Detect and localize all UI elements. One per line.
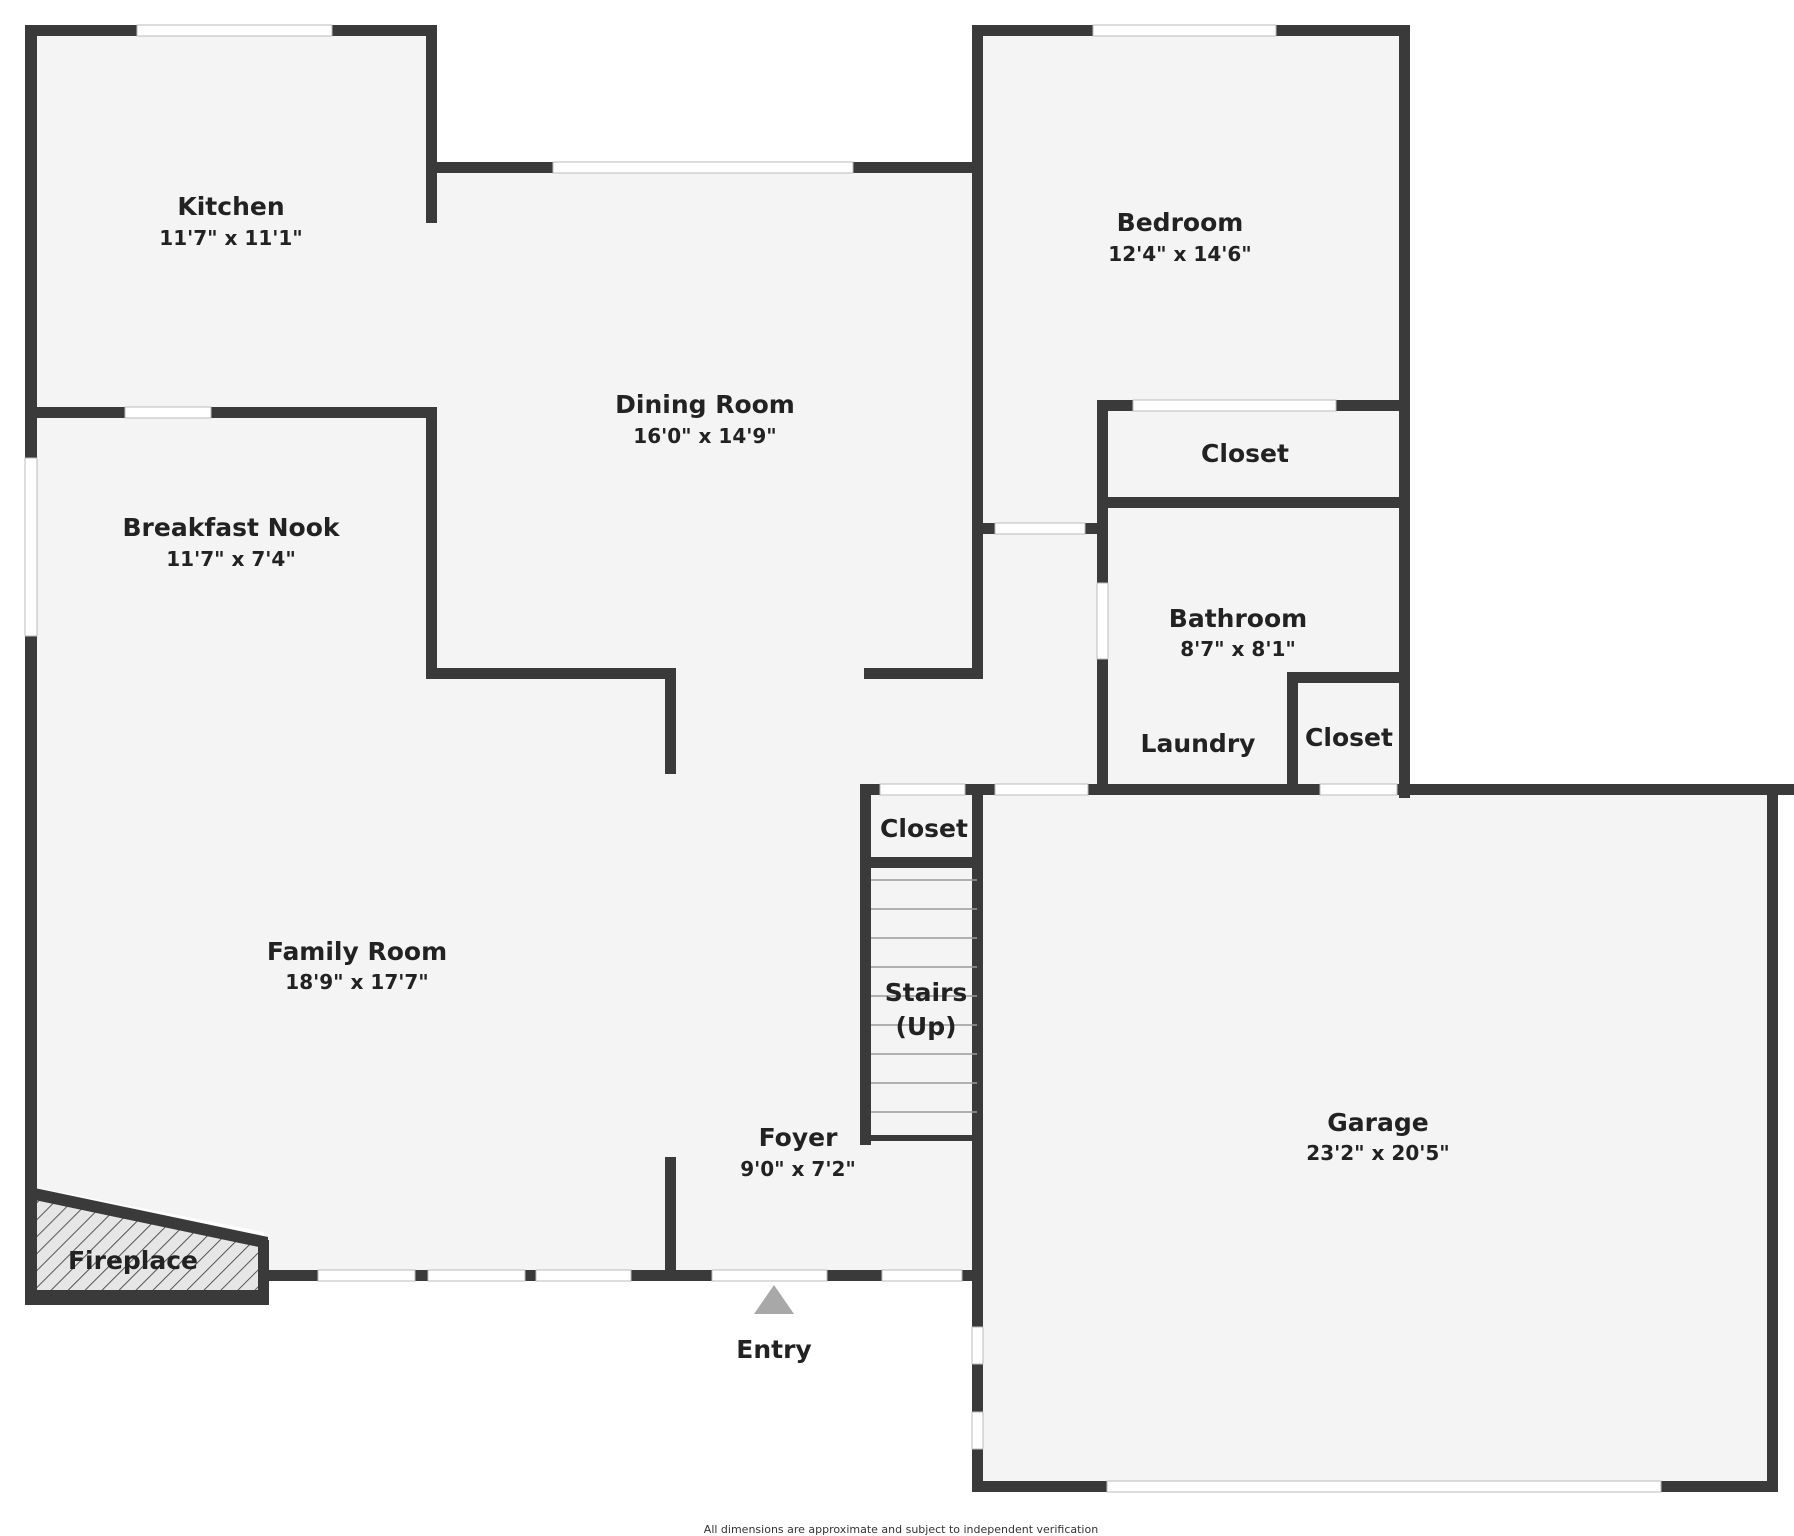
stairs-label: Stairs: [885, 978, 968, 1007]
window: [317, 1269, 416, 1282]
fireplace-hearth: [34, 1196, 262, 1293]
kitchen-label: Kitchen: [177, 192, 284, 221]
garage-dims: 23'2" x 20'5": [1306, 1141, 1449, 1165]
wall: [860, 857, 982, 868]
wall: [25, 25, 37, 1305]
wall: [1287, 672, 1410, 683]
bathroom-label: Bathroom: [1169, 604, 1307, 633]
stairs-direction: (Up): [895, 1012, 956, 1041]
stair-treads: [871, 879, 977, 1113]
dining-room-dims: 16'0" x 14'9": [633, 424, 776, 448]
window: [1092, 24, 1277, 37]
wall: [426, 668, 676, 679]
breakfast-nook-dims: 11'7" x 7'4": [166, 547, 296, 571]
wall: [426, 25, 437, 223]
entry-label: Entry: [736, 1335, 811, 1364]
bedroom-label: Bedroom: [1117, 208, 1244, 237]
wall: [1287, 672, 1298, 792]
bath-laundry-floor: [1102, 403, 1402, 792]
main-floor: [28, 28, 1102, 1275]
entry-arrow-icon: [754, 1285, 794, 1314]
window: [1096, 582, 1109, 660]
room-labels: Kitchen 11'7" x 11'1" Dining Room 16'0" …: [68, 192, 1450, 1536]
wall: [860, 784, 871, 1145]
floor-areas: [28, 28, 1770, 1487]
family-room-label: Family Room: [267, 937, 447, 966]
wall: [426, 407, 437, 679]
window: [881, 1269, 963, 1282]
window: [971, 1411, 984, 1450]
kitchen-dims: 11'7" x 11'1": [159, 226, 302, 250]
wall: [972, 25, 983, 679]
bedroom-closet-label: Closet: [1201, 439, 1289, 468]
window: [1132, 399, 1337, 412]
wall: [860, 1135, 982, 1141]
wall: [972, 784, 983, 1492]
wall: [665, 1157, 676, 1281]
window: [24, 457, 38, 637]
wall: [258, 1240, 269, 1305]
window: [552, 161, 854, 174]
window: [994, 522, 1086, 535]
window: [535, 1269, 632, 1282]
window: [879, 783, 966, 796]
window: [994, 783, 1089, 796]
wall: [1097, 497, 1410, 508]
family-room-dims: 18'9" x 17'7": [285, 970, 428, 994]
laundry-closet-label: Closet: [1305, 723, 1393, 752]
window: [971, 1326, 984, 1365]
wall: [665, 668, 676, 774]
window: [427, 1269, 526, 1282]
wall: [30, 1187, 268, 1249]
dining-room-label: Dining Room: [615, 390, 795, 419]
breakfast-nook-label: Breakfast Nook: [122, 513, 340, 542]
garage-floor: [977, 792, 1770, 1487]
foyer-label: Foyer: [759, 1123, 838, 1152]
wall: [25, 407, 437, 418]
windows: [24, 24, 1662, 1493]
laundry-label: Laundry: [1141, 729, 1256, 758]
window: [711, 1269, 828, 1282]
garage-label: Garage: [1327, 1108, 1428, 1137]
window: [1106, 1480, 1662, 1493]
bedroom-dims: 12'4" x 14'6": [1108, 242, 1251, 266]
fireplace-label: Fireplace: [68, 1246, 198, 1275]
wall: [1767, 784, 1778, 1492]
foyer-closet-label: Closet: [880, 814, 968, 843]
window: [1319, 783, 1398, 796]
disclaimer-text: All dimensions are approximate and subje…: [704, 1523, 1098, 1536]
window: [124, 406, 212, 419]
foyer-dims: 9'0" x 7'2": [740, 1157, 856, 1181]
wall: [864, 668, 983, 679]
wall: [25, 1290, 267, 1305]
window: [136, 24, 333, 37]
bathroom-dims: 8'7" x 8'1": [1180, 637, 1296, 661]
wall: [1399, 25, 1410, 798]
